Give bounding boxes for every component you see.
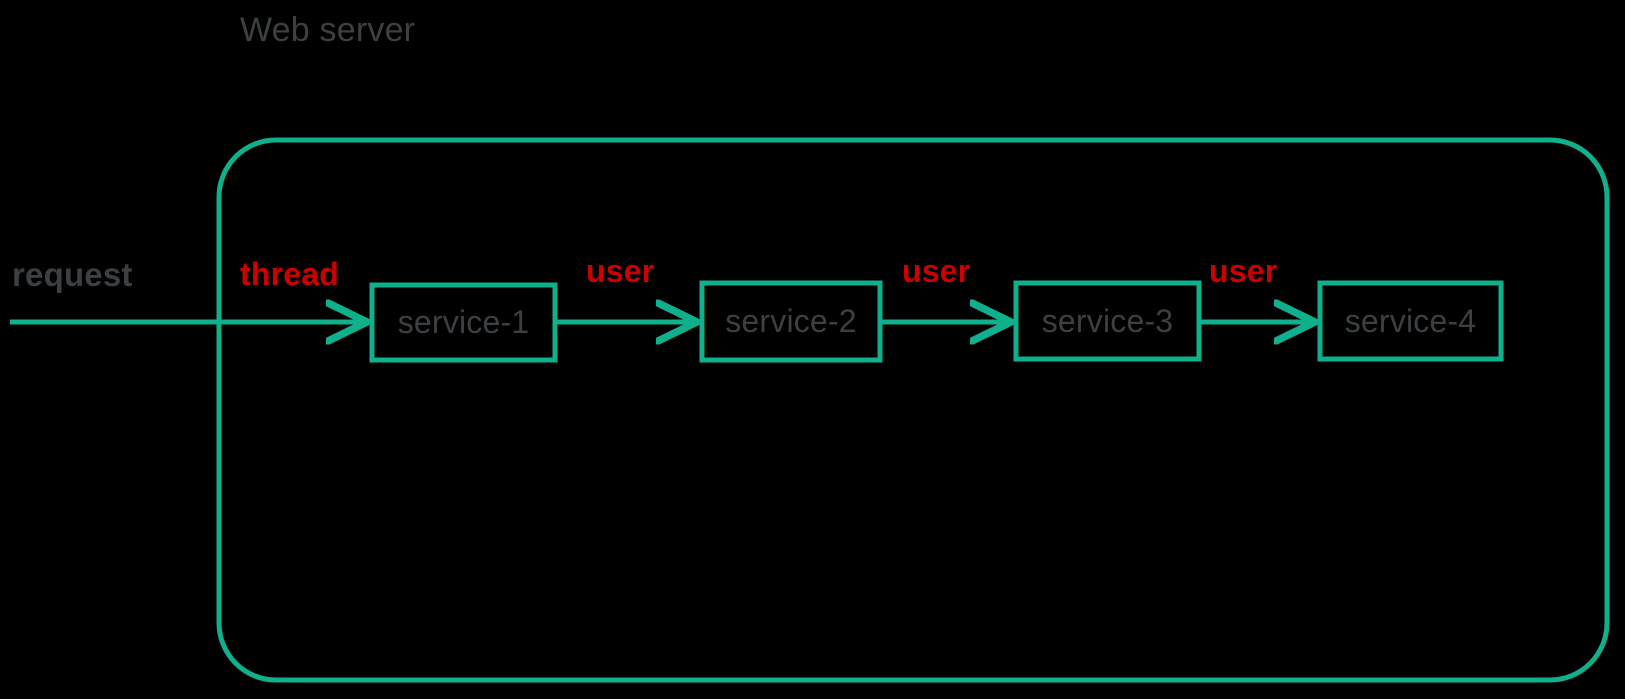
service-3-box[interactable] (1013, 280, 1202, 362)
thread-edge-label: thread (240, 256, 339, 292)
service-2-box[interactable] (699, 280, 883, 363)
request-edge-label: request (12, 256, 133, 293)
service-1-box[interactable] (369, 282, 558, 363)
web-server-title: Web server (240, 11, 416, 49)
user-edge-label-1: user (586, 253, 655, 289)
user-edge-label-3: user (1209, 253, 1278, 289)
web-server-container (216, 137, 1610, 683)
service-4-box[interactable] (1317, 280, 1504, 362)
user-edge-label-2: user (902, 253, 971, 289)
